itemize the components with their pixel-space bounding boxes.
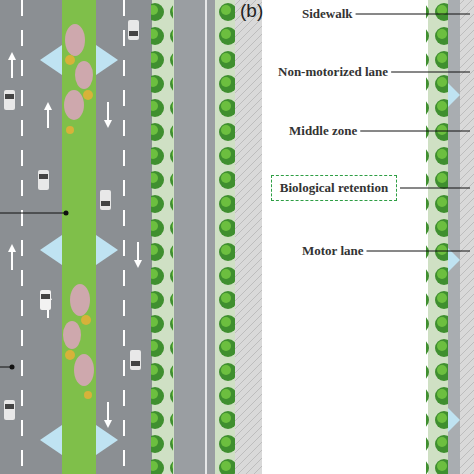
leader-line bbox=[360, 131, 470, 132]
zone-label: Non-motorized lane bbox=[278, 64, 388, 80]
leader-line bbox=[391, 72, 470, 73]
zone-label: Biological retention bbox=[280, 180, 388, 196]
leader-line bbox=[367, 251, 471, 252]
zone-label: Motor lane bbox=[302, 243, 364, 259]
leader-line bbox=[400, 188, 470, 189]
zone-label: Sidewalk bbox=[302, 6, 353, 22]
highlight-box: Biological retention bbox=[271, 175, 397, 201]
zone-label: Middle zone bbox=[289, 123, 357, 139]
panel-letter: (b) bbox=[240, 3, 263, 19]
leader-line bbox=[356, 14, 470, 15]
